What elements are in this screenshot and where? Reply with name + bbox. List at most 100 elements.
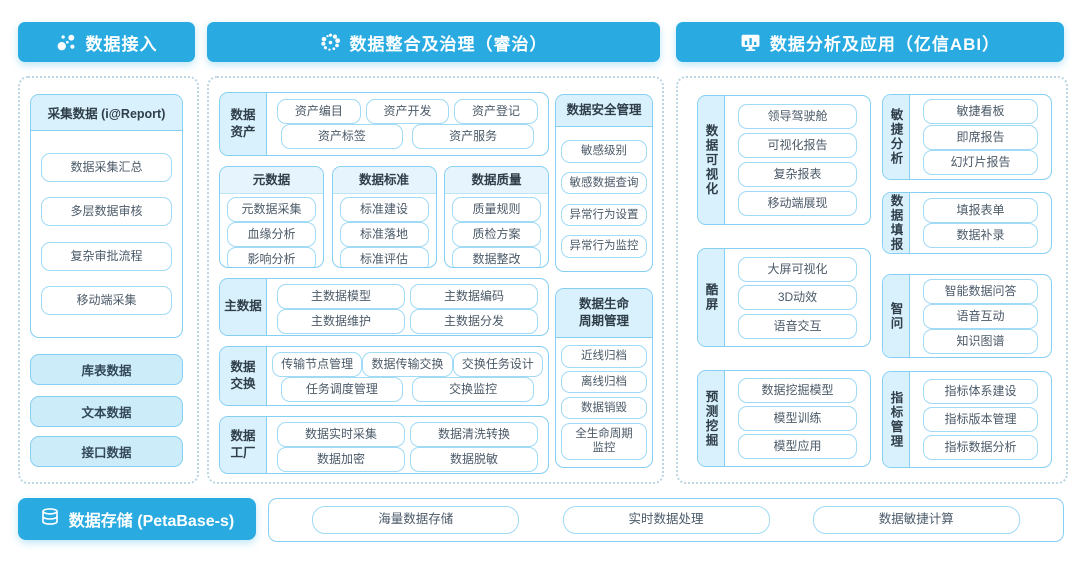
master-data-group: 主数据 主数据模型 主数据编码 主数据维护 主数据分发 (219, 278, 549, 336)
item-pill: 质检方案 (452, 222, 541, 247)
item-pill: 敏捷看板 (922, 99, 1039, 125)
group-items: 主数据模型 主数据编码 主数据维护 主数据分发 (267, 279, 548, 335)
storage-header: 数据存储 (PetaBase-s) (18, 498, 256, 540)
smart-qa-group: 智问 智能数据问答 语音互动 知识图谱 (882, 274, 1052, 358)
item-pill: 移动端展现 (737, 191, 858, 216)
item-pill: 标准落地 (339, 222, 429, 247)
data-access-panel: 采集数据 (i@Report) 数据采集汇总 多层数据审核 复杂审批流程 移动端… (18, 76, 199, 484)
item-pill: 资产编目 (277, 98, 361, 124)
item-pill: 数据清洗转换 (410, 422, 538, 447)
item-pill: 异常行为设置 (561, 203, 647, 226)
item-pill: 资产服务 (411, 124, 535, 150)
item-pill: 敏感级别 (561, 140, 647, 163)
item-pill: 3D动效 (737, 285, 858, 310)
group-label: 数据 资产 (220, 93, 267, 155)
source-pill-db: 库表数据 (30, 354, 183, 385)
group-items: 敏感级别 敏感数据查询 异常行为设置 异常行为监控 (556, 127, 652, 271)
group-items: 标准建设 标准落地 标准评估 (333, 194, 436, 267)
item-pill: 数据传输交换 (362, 352, 453, 377)
source-pill-api: 接口数据 (30, 436, 183, 467)
item-pill: 海量数据存储 (312, 506, 520, 534)
metadata-standard-quality-row: 元数据 元数据采集 血缘分析 影响分析 数据标准 标准建设 标准落地 标准评估 (219, 166, 549, 268)
item-pill: 影响分析 (227, 247, 316, 267)
group-items: 资产编目 资产开发 资产登记 资产标签 资产服务 (267, 93, 548, 155)
item-pill: 任务调度管理 (280, 377, 404, 402)
item-pill: 可视化报告 (737, 133, 858, 158)
header-data-analysis: 数据分析及应用（亿信ABI） (676, 22, 1064, 62)
group-title: 元数据 (220, 167, 323, 194)
item-pill: 实时数据处理 (562, 506, 770, 534)
group-title: 数据生命 周期管理 (556, 289, 652, 338)
group-label: 指标管理 (883, 372, 910, 467)
group-items: 大屏可视化 3D动效 语音交互 (725, 249, 870, 346)
item-pill: 模型应用 (737, 434, 858, 459)
item-pill: 领导驾驶舱 (737, 104, 858, 129)
data-security-group: 数据安全管理 敏感级别 敏感数据查询 异常行为设置 异常行为监控 (555, 94, 653, 272)
item-pill: 指标体系建设 (922, 379, 1039, 404)
group-label: 酷屏 (698, 249, 725, 346)
item-pill: 敏感数据查询 (561, 171, 647, 195)
item-pill: 主数据分发 (410, 309, 538, 334)
item-pill: 数据挖掘模型 (737, 378, 858, 403)
data-factory-group: 数据 工厂 数据实时采集 数据清洗转换 数据加密 数据脱敏 (219, 416, 549, 474)
group-items: 传输节点管理 数据传输交换 交换任务设计 任务调度管理 交换监控 (267, 347, 548, 405)
item-pill: 主数据模型 (277, 284, 405, 309)
storage-title: 数据存储 (PetaBase-s) (68, 513, 235, 530)
group-items: 数据实时采集 数据清洗转换 数据加密 数据脱敏 (267, 417, 548, 473)
group-label: 数据可视化 (698, 96, 725, 224)
item-pill: 指标数据分析 (922, 435, 1039, 460)
data-analysis-panel: 数据可视化 领导驾驶舱 可视化报告 复杂报表 移动端展现 酷屏 大屏可视化 3D… (676, 76, 1068, 484)
data-standard-group: 数据标准 标准建设 标准落地 标准评估 (331, 166, 437, 268)
data-lifecycle-group: 数据生命 周期管理 近线归档 离线归档 数据销毁 全生命周期 监控 (555, 288, 653, 468)
data-filling-group: 数据填报 填报表单 数据补录 (882, 192, 1052, 254)
item-pill: 数据敏捷计算 (812, 506, 1020, 534)
item-pill: 资产开发 (365, 98, 450, 124)
group-items: 质量规则 质检方案 数据整改 (445, 194, 548, 267)
item-pill: 模型训练 (737, 406, 858, 431)
monitor-chart-icon (740, 32, 761, 53)
group-label: 数据 交换 (220, 347, 267, 405)
group-title: 数据质量 (445, 167, 548, 194)
header-data-access: 数据接入 (18, 22, 195, 62)
item-pill: 质量规则 (452, 197, 541, 222)
item-pill: 交换监控 (411, 377, 535, 402)
collect-data-group: 采集数据 (i@Report) 数据采集汇总 多层数据审核 复杂审批流程 移动端… (30, 94, 183, 338)
item-pill: 智能数据问答 (922, 279, 1039, 304)
item-pill: 资产登记 (454, 98, 538, 124)
source-pill-text: 文本数据 (30, 396, 183, 427)
group-label: 智问 (883, 275, 910, 357)
item-pill: 离线归档 (561, 371, 647, 394)
group-items: 敏捷看板 即席报告 幻灯片报告 (910, 95, 1051, 179)
item-pill: 数据实时采集 (277, 422, 405, 447)
item-pill: 全生命周期 监控 (561, 422, 647, 460)
group-items: 指标体系建设 指标版本管理 指标数据分析 (910, 372, 1051, 467)
item-pill: 传输节点管理 (272, 352, 363, 377)
indicator-management-group: 指标管理 指标体系建设 指标版本管理 指标数据分析 (882, 371, 1052, 468)
collect-group-title: 采集数据 (i@Report) (31, 95, 182, 131)
item-pill: 大屏可视化 (737, 256, 858, 282)
network-dots-icon (56, 32, 77, 53)
group-items: 智能数据问答 语音互动 知识图谱 (910, 275, 1051, 357)
item-pill: 数据脱敏 (410, 447, 538, 472)
item-pill: 数据销毁 (561, 396, 647, 420)
governance-main-column: 数据 资产 资产编目 资产开发 资产登记 资产标签 资产服务 元数据 (219, 92, 549, 484)
item-pill: 数据加密 (277, 447, 405, 472)
item-pill: 近线归档 (561, 345, 647, 368)
data-visualization-group: 数据可视化 领导驾驶舱 可视化报告 复杂报表 移动端展现 (697, 95, 871, 225)
data-asset-group: 数据 资产 资产编目 资产开发 资产登记 资产标签 资产服务 (219, 92, 549, 156)
item-pill: 即席报告 (922, 124, 1039, 150)
item-pill: 知识图谱 (922, 329, 1039, 354)
data-exchange-group: 数据 交换 传输节点管理 数据传输交换 交换任务设计 任务调度管理 交换监控 (219, 346, 549, 406)
header-data-governance: 数据整合及治理（睿治） (207, 22, 660, 62)
storage-panel: 海量数据存储 实时数据处理 数据敏捷计算 (268, 498, 1064, 542)
group-title: 数据标准 (332, 167, 436, 194)
group-items: 填报表单 数据补录 (910, 193, 1051, 253)
data-governance-panel: 数据 资产 资产编目 资产开发 资产登记 资产标签 资产服务 元数据 (207, 76, 664, 484)
metadata-group: 元数据 元数据采集 血缘分析 影响分析 (219, 166, 324, 268)
item-pill: 填报表单 (922, 197, 1039, 223)
item-pill: 主数据维护 (277, 309, 405, 334)
collect-group-items: 数据采集汇总 多层数据审核 复杂审批流程 移动端采集 (31, 131, 182, 337)
group-items: 领导驾驶舱 可视化报告 复杂报表 移动端展现 (725, 96, 870, 224)
item-pill: 标准建设 (339, 197, 429, 222)
